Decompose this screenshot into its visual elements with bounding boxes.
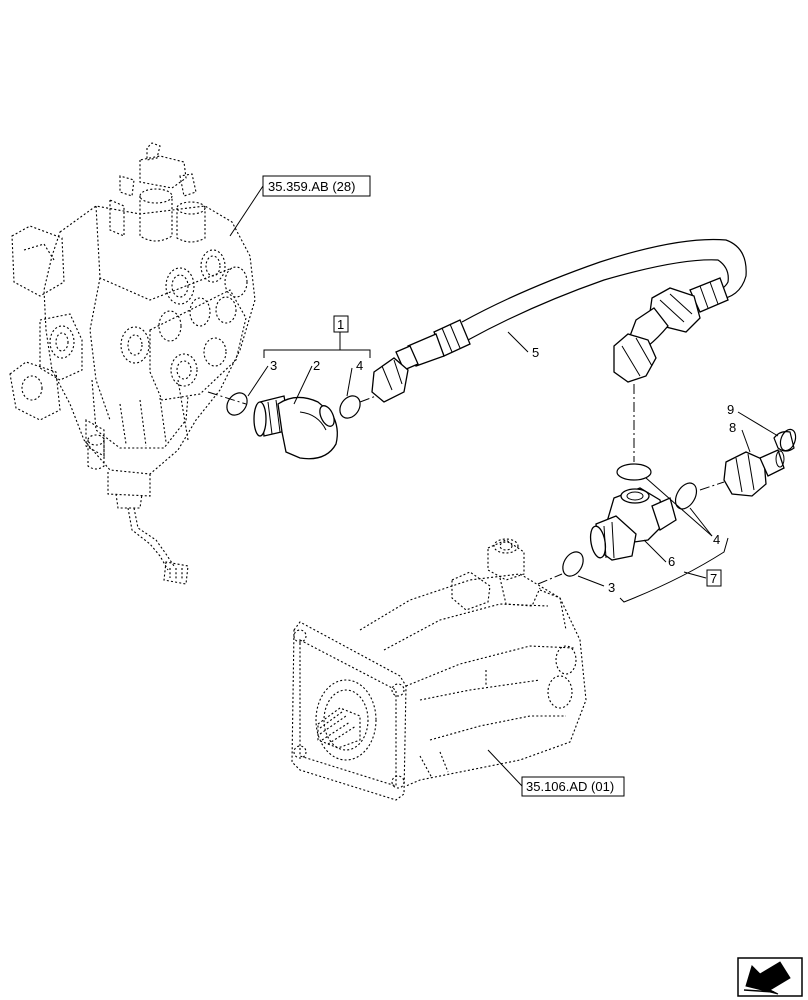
cap-9 [773, 428, 797, 452]
adapter-fitting-8 [723, 449, 785, 497]
kit-bracket-7: 7 [619, 537, 729, 603]
kit-number-1: 1 [337, 317, 344, 332]
item-number-9: 9 [727, 402, 734, 417]
control-valve [9, 142, 256, 585]
o-ring-3-lower [562, 551, 584, 577]
item-number-4-upper: 4 [356, 358, 363, 373]
o-ring-4-top-tee [616, 463, 652, 481]
item-number-3-upper: 3 [270, 358, 277, 373]
reference-pump: 35.106.AD (01) [526, 779, 614, 794]
next-page-arrow-icon[interactable] [737, 957, 803, 997]
item-number-6: 6 [668, 554, 675, 569]
o-ring-3-upper [226, 392, 248, 416]
kit-number-7: 7 [710, 571, 717, 586]
elbow-fitting-2 [253, 395, 338, 460]
o-ring-4-upper [339, 395, 361, 419]
item-number-4-lower: 4 [713, 532, 720, 547]
kit-bracket-1: 1 [263, 315, 371, 358]
item-number-5: 5 [532, 345, 539, 360]
reference-control-valve: 35.359.AB (28) [268, 179, 355, 194]
reference-callout-control-valve: 35.359.AB (28) [229, 175, 371, 237]
hydraulic-hose-5 [371, 238, 747, 403]
item-number-8: 8 [729, 420, 736, 435]
item-number-3-lower: 3 [608, 580, 615, 595]
reference-callout-pump: 35.106.AD (01) [487, 749, 625, 797]
tee-fitting-6 [589, 487, 677, 561]
o-ring-4-right-tee [674, 482, 698, 510]
hydraulic-pump [291, 538, 587, 801]
item-number-2: 2 [313, 358, 320, 373]
